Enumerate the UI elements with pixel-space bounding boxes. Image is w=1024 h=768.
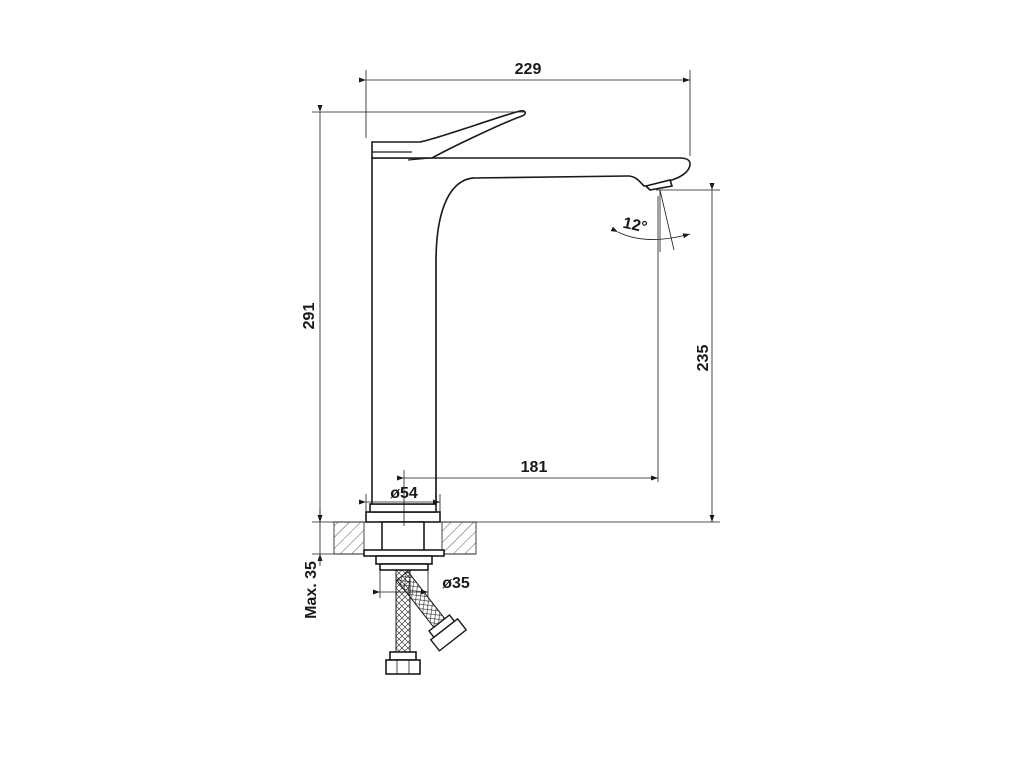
dimension-depth: 229	[359, 61, 691, 156]
flexible-hoses	[385, 569, 468, 675]
spout-height-label: 235	[695, 345, 712, 372]
dimension-deck-thickness: Max. 35	[303, 510, 334, 619]
dimension-thread-diameter: ø35	[373, 570, 470, 598]
base-diameter-label: ø54	[390, 485, 418, 502]
faucet-body	[365, 110, 691, 523]
depth-label: 229	[515, 61, 542, 78]
mounting-hardware	[363, 521, 445, 571]
deck-thickness-label: Max. 35	[303, 561, 320, 619]
spout-reach-label: 181	[521, 459, 548, 476]
dimension-overall-height: 291	[301, 105, 524, 523]
overall-height-label: 291	[301, 303, 318, 330]
dimension-spout-reach: 181	[397, 196, 659, 526]
thread-diameter-label: ø35	[442, 575, 470, 592]
dimension-spout-height: 235	[476, 183, 720, 523]
angle-spray: 12°	[610, 189, 691, 252]
spray-angle-label: 12°	[621, 215, 648, 237]
dimension-base-diameter: ø54	[359, 485, 441, 512]
